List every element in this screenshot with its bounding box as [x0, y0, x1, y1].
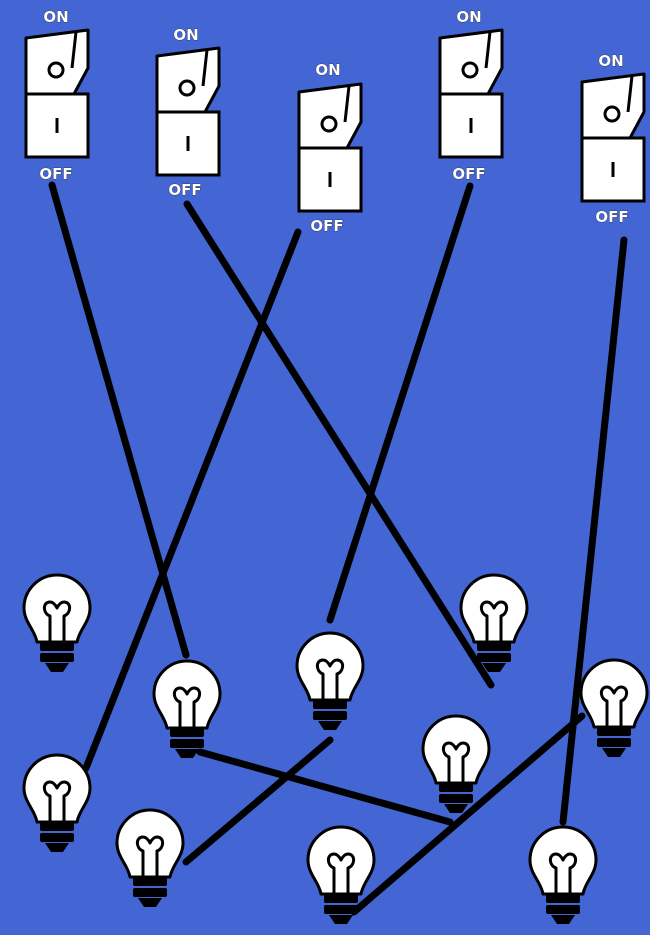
bulb-filament: [548, 852, 578, 894]
wire-link-b: [182, 736, 334, 866]
bulb-base-ring: [546, 905, 580, 914]
lightbulb-icon: [22, 753, 92, 852]
bulb-filament: [135, 835, 165, 877]
bulb-filament: [315, 658, 345, 700]
bulb-base-ring: [313, 711, 347, 720]
bulb-tip: [45, 663, 69, 672]
bulb-base-ring: [439, 783, 473, 792]
bulb-base-ring: [597, 727, 631, 736]
power-off-symbol-icon: [47, 61, 65, 79]
bulb-base-ring: [546, 894, 580, 903]
power-off-symbol-icon: [178, 79, 196, 97]
power-off-symbol-icon: [603, 105, 621, 123]
bulb-tip: [138, 898, 162, 907]
wires-layer: [48, 181, 628, 916]
lightbulb-icon: [152, 659, 222, 758]
bulb-tip: [318, 721, 342, 730]
bulb-base-ring: [40, 642, 74, 651]
bulb-base-ring: [439, 794, 473, 803]
bulb-base-ring: [133, 877, 167, 886]
bulb-tip: [45, 843, 69, 852]
switch-on-label: ON: [315, 61, 340, 79]
bulb-base-ring: [40, 822, 74, 831]
bulb-base-ring: [597, 738, 631, 747]
lightbulb-icon: [459, 573, 529, 672]
bulb-filament: [599, 685, 629, 727]
bulb-base-ring: [477, 642, 511, 651]
bulb-tip: [602, 748, 626, 757]
bulb-tip: [444, 804, 468, 813]
switch-off-label: OFF: [168, 181, 201, 199]
power-off-symbol-icon: [461, 61, 479, 79]
bulb-base-ring: [324, 894, 358, 903]
switch-on-label: ON: [456, 8, 481, 26]
bulb-filament: [479, 600, 509, 642]
wire-switch-2: [183, 200, 495, 689]
rocker-edge: [201, 49, 209, 87]
lightbulb-icon: [421, 714, 491, 813]
bulb-filament: [172, 686, 202, 728]
bulb-base-ring: [40, 833, 74, 842]
bulb-base-ring: [477, 653, 511, 662]
bulb-base-ring: [170, 728, 204, 737]
wire-link-a: [196, 748, 454, 826]
switch-on-label: ON: [173, 26, 198, 44]
bulb-filament: [42, 600, 72, 642]
rocker-bottom: [297, 146, 363, 213]
lightbulb-icon: [528, 825, 598, 924]
switch-off-label: OFF: [39, 165, 72, 183]
switch-off-label: OFF: [452, 165, 485, 183]
rocker-edge: [484, 31, 492, 69]
rocker-edge: [70, 31, 78, 69]
bulb-tip: [482, 663, 506, 672]
bulb-tip: [175, 749, 199, 758]
bulb-base-ring: [40, 653, 74, 662]
wire-switch-4: [326, 182, 474, 624]
lightbulb-icon: [115, 808, 185, 907]
bulb-filament: [42, 780, 72, 822]
wire-switch-3: [82, 228, 302, 772]
lightbulb-icon: [579, 658, 649, 757]
rocker-switch-1[interactable]: [24, 28, 90, 159]
lightbulb-icon: [22, 573, 92, 672]
rocker-switch-4[interactable]: [438, 28, 504, 159]
rocker-switch-5[interactable]: [580, 72, 646, 203]
power-off-symbol-icon: [320, 115, 338, 133]
rocker-switch-2[interactable]: [155, 46, 221, 177]
wire-link-c: [350, 712, 586, 916]
switch-on-label: ON: [43, 8, 68, 26]
bulbs-layer: [22, 573, 649, 924]
bulb-filament: [326, 852, 356, 894]
rocker-edge: [626, 75, 634, 113]
rocker-edge: [343, 85, 351, 123]
bulb-base-ring: [170, 739, 204, 748]
switch-off-label: OFF: [595, 208, 628, 226]
switches-layer: ON OFF ON OFF ON OFF ON OFF ON OFF: [24, 8, 646, 235]
bulb-base-ring: [133, 888, 167, 897]
rocker-switch-3[interactable]: [297, 82, 363, 213]
bulb-tip: [329, 915, 353, 924]
switch-off-label: OFF: [310, 217, 343, 235]
bulb-filament: [441, 741, 471, 783]
switch-on-label: ON: [598, 52, 623, 70]
bulb-base-ring: [324, 905, 358, 914]
bulb-tip: [551, 915, 575, 924]
bulb-base-ring: [313, 700, 347, 709]
lightbulb-icon: [306, 825, 376, 924]
lightbulb-icon: [295, 631, 365, 730]
